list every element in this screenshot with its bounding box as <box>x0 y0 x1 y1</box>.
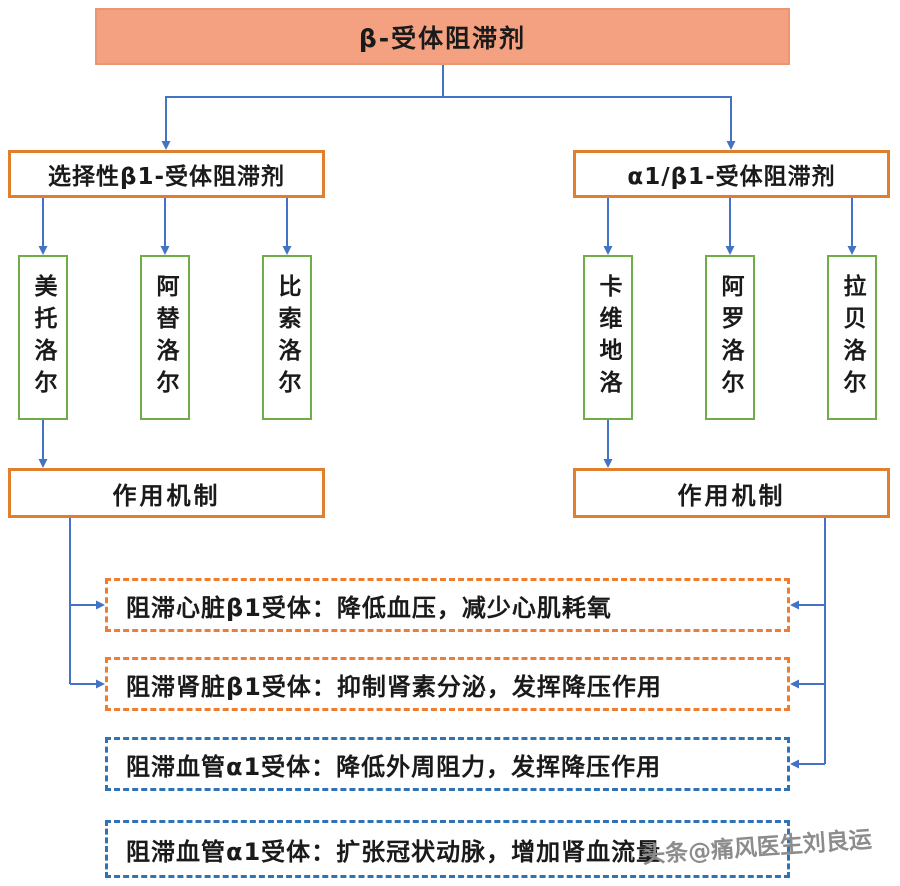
drug-node-carvedilol: 卡维地洛 <box>583 255 633 420</box>
right-mechanism-connectors <box>790 518 826 769</box>
mechanism-box-vascular-alpha1-coronary: 阻滞血管α1受体：扩张冠状动脉，增加肾血流量 <box>105 820 790 878</box>
drug-node-labetalol: 拉贝洛尔 <box>827 255 877 420</box>
drug-label: 美托洛尔 <box>30 273 56 402</box>
root-split-connector <box>161 65 736 150</box>
mechanism-text: 阻滞肾脏β1受体：抑制肾素分泌，发挥降压作用 <box>126 672 662 701</box>
drug-node-atenolol: 阿替洛尔 <box>140 255 190 420</box>
drug-label: 比索洛尔 <box>274 273 300 402</box>
left-branch-drug-connectors <box>38 198 292 255</box>
mechanism-header-right: 作用机制 <box>573 468 890 518</box>
drug-node-metoprolol: 美托洛尔 <box>18 255 68 420</box>
drug-node-bisoprolol: 比索洛尔 <box>262 255 312 420</box>
mechanism-header-label: 作用机制 <box>677 481 786 510</box>
drug-node-arotinolol: 阿罗洛尔 <box>705 255 755 420</box>
mechanism-box-cardiac-beta1: 阻滞心脏β1受体：降低血压，减少心肌耗氧 <box>105 578 790 632</box>
drug-to-mechanism-connectors <box>38 420 613 468</box>
mechanism-header-label: 作用机制 <box>112 481 221 510</box>
root-node: β-受体阻滞剂 <box>95 8 790 65</box>
branch-label: α1/β1-受体阻滞剂 <box>627 164 836 190</box>
drug-label: 拉贝洛尔 <box>839 273 865 402</box>
mechanism-box-renal-beta1: 阻滞肾脏β1受体：抑制肾素分泌，发挥降压作用 <box>105 657 790 711</box>
branch-node-selective-beta1: 选择性β1-受体阻滞剂 <box>8 150 325 198</box>
left-mechanism-connectors <box>69 518 105 689</box>
drug-label: 阿替洛尔 <box>152 273 178 402</box>
mechanism-text: 阻滞心脏β1受体：降低血压，减少心肌耗氧 <box>126 593 612 622</box>
drug-label: 阿罗洛尔 <box>717 273 743 402</box>
mechanism-header-left: 作用机制 <box>8 468 325 518</box>
mechanism-text: 阻滞血管α1受体：扩张冠状动脉，增加肾血流量 <box>126 837 662 866</box>
branch-label: 选择性β1-受体阻滞剂 <box>47 164 285 190</box>
right-branch-drug-connectors <box>603 198 857 255</box>
mechanism-box-vascular-alpha1-resistance: 阻滞血管α1受体：降低外周阻力，发挥降压作用 <box>105 737 790 791</box>
mechanism-text: 阻滞血管α1受体：降低外周阻力，发挥降压作用 <box>126 752 662 781</box>
drug-label: 卡维地洛 <box>595 273 621 402</box>
root-node-label: β-受体阻滞剂 <box>358 23 527 53</box>
branch-node-alpha1-beta1: α1/β1-受体阻滞剂 <box>573 150 890 198</box>
